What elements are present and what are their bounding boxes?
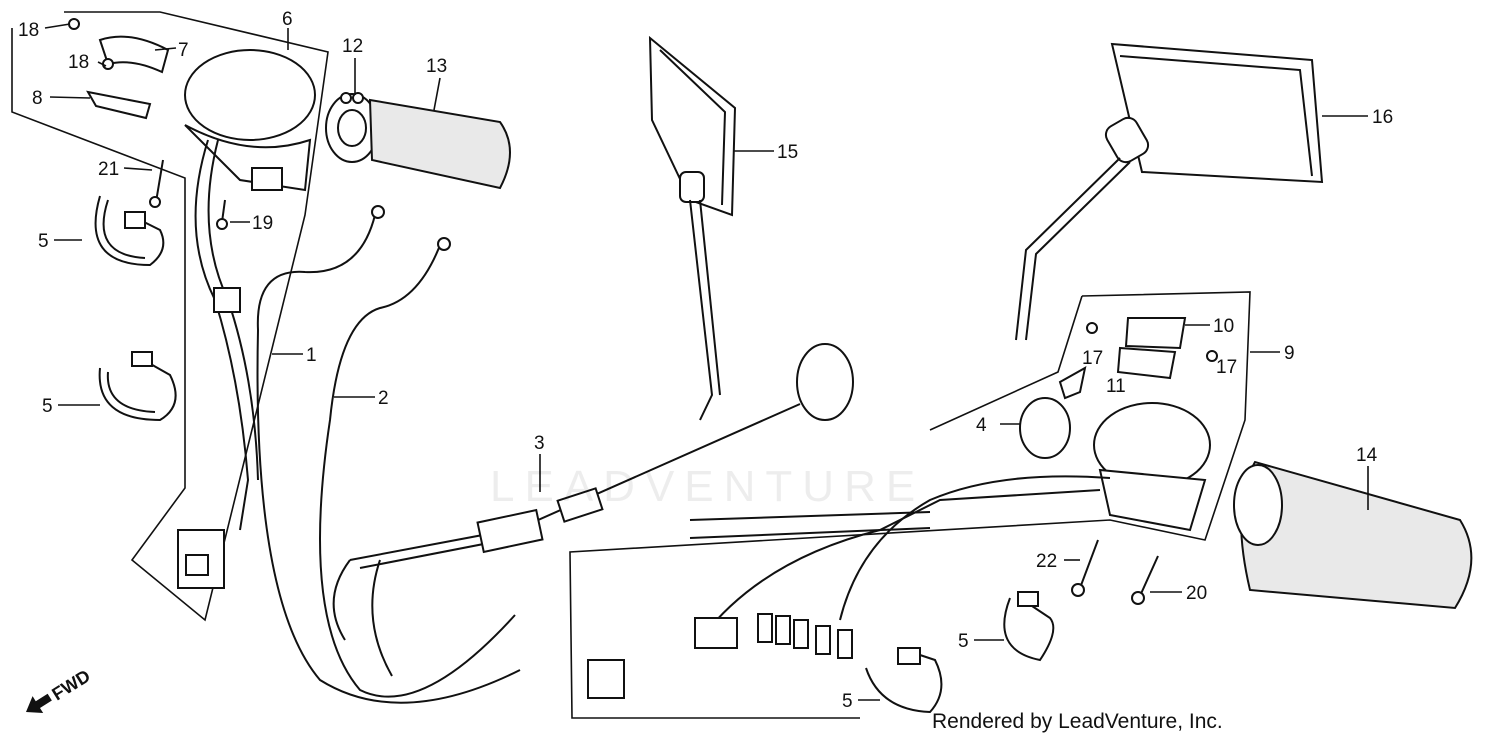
callout-20: 20 bbox=[1186, 583, 1207, 604]
cable-1-end bbox=[371, 205, 385, 219]
right-switch-outline-2 bbox=[929, 295, 1083, 431]
callout-labels: 18 18 7 6 8 12 13 21 19 5 5 1 2 3 15 16 … bbox=[18, 9, 1393, 712]
callout-21: 21 bbox=[98, 159, 119, 180]
callout-5-a: 5 bbox=[38, 231, 49, 252]
callout-5-c: 5 bbox=[958, 631, 969, 652]
callout-22: 22 bbox=[1036, 551, 1057, 572]
band-left-upper bbox=[94, 195, 165, 267]
callout-10: 10 bbox=[1213, 316, 1234, 337]
cable-2 bbox=[319, 239, 516, 698]
connector-bullets bbox=[757, 613, 853, 659]
left-mirror bbox=[648, 35, 737, 421]
band-right-upper bbox=[1003, 591, 1055, 662]
fwd-arrow-icon bbox=[26, 693, 52, 714]
callout-11: 11 bbox=[1106, 376, 1126, 397]
callout-19: 19 bbox=[252, 213, 273, 234]
callout-2: 2 bbox=[378, 388, 389, 409]
left-switch-outline bbox=[11, 11, 329, 622]
credit-text: Rendered by LeadVenture, Inc. bbox=[932, 710, 1223, 733]
right-switch-outline bbox=[569, 291, 1251, 719]
callout-13: 13 bbox=[426, 56, 447, 77]
callout-18-a: 18 bbox=[18, 20, 39, 41]
callout-9: 9 bbox=[1284, 343, 1295, 364]
screw-21 bbox=[149, 159, 164, 208]
callout-17-b: 17 bbox=[1216, 357, 1237, 378]
screw-20 bbox=[1131, 555, 1159, 605]
callout-15: 15 bbox=[777, 142, 798, 163]
fwd-indicator: FWD bbox=[26, 666, 94, 714]
callout-3: 3 bbox=[534, 433, 545, 454]
fwd-label: FWD bbox=[48, 666, 93, 705]
cable-3 bbox=[332, 343, 854, 677]
right-harness bbox=[587, 475, 1111, 699]
watermark: LEADVENTURE bbox=[490, 462, 926, 511]
cable-2-end bbox=[437, 237, 451, 251]
callout-14: 14 bbox=[1356, 445, 1378, 466]
callout-7: 7 bbox=[178, 40, 189, 61]
callout-18-b: 18 bbox=[68, 52, 89, 73]
callout-5-d: 5 bbox=[842, 691, 853, 712]
leader-lines bbox=[44, 23, 1369, 701]
left-throttle-grip bbox=[325, 92, 511, 190]
callout-12: 12 bbox=[342, 36, 363, 57]
right-mirror bbox=[1015, 42, 1324, 341]
callout-6: 6 bbox=[282, 9, 293, 30]
screw-19 bbox=[216, 199, 228, 230]
left-harness bbox=[177, 139, 259, 589]
right-switch-housing bbox=[1019, 317, 1218, 532]
cable-1 bbox=[256, 214, 521, 704]
callout-8: 8 bbox=[32, 88, 43, 109]
right-grip bbox=[1233, 460, 1473, 610]
band-right-lower bbox=[865, 647, 943, 714]
callout-1: 1 bbox=[306, 345, 317, 366]
screw-22 bbox=[1071, 539, 1099, 597]
callout-16: 16 bbox=[1372, 107, 1393, 128]
band-left-lower bbox=[98, 351, 177, 422]
callout-17-a: 17 bbox=[1082, 348, 1103, 369]
callout-4: 4 bbox=[976, 415, 987, 436]
left-switch-housing bbox=[68, 18, 316, 192]
callout-5-b: 5 bbox=[42, 396, 53, 417]
